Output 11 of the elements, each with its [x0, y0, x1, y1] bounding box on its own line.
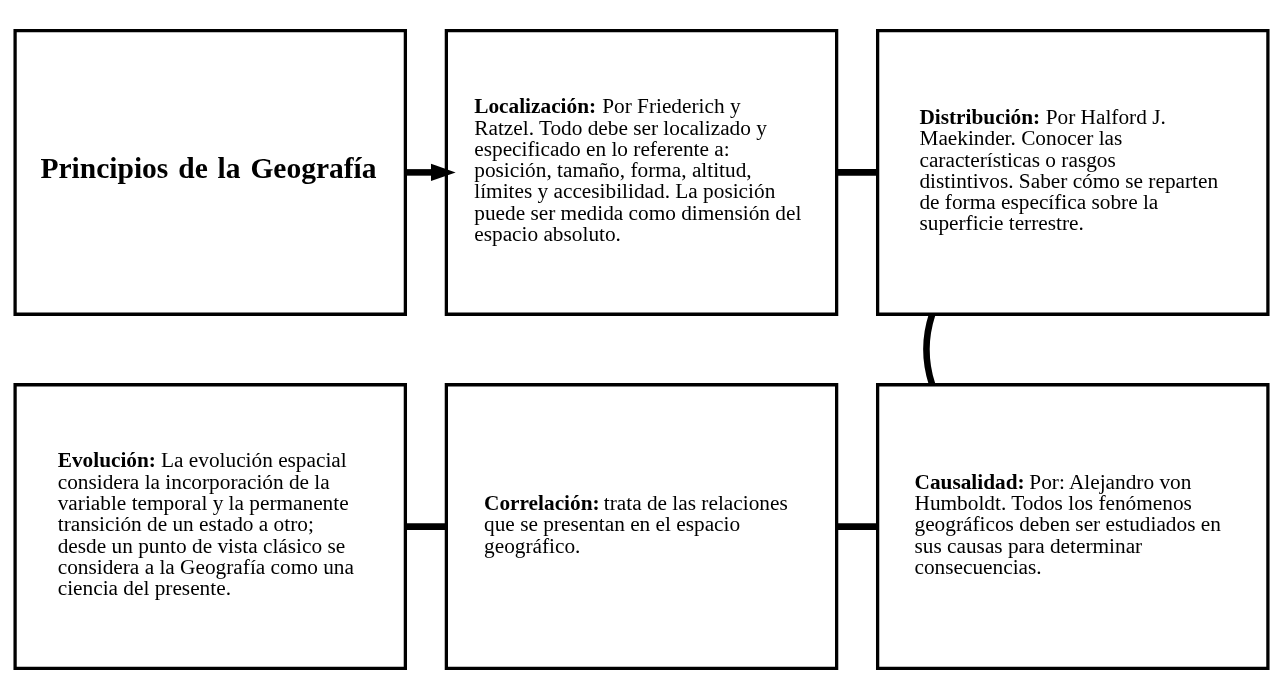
node-box: Principios de la Geografía	[13, 28, 407, 316]
connector	[837, 522, 877, 530]
node-box: Causalidad: Por: Alejandro von Humboldt. Todos los fenómenos geográficos deben ser estudiados en sus causas para determinar consecuencias.	[876, 382, 1270, 670]
node-box: Correlación: trata de las relaciones que se presentan en el espacio geográfico.	[444, 382, 839, 670]
node-box: Evolución: La evolución espacial considera la incorporación de la variable temporal y la permanente transición de un estado a otro; desde un punto de vista clásico se considera a la Geografía como una ciencia del presente.	[13, 382, 407, 670]
node-box: Distribución: Por Halford J. Maekinder. Conocer las características o rasgos distintivos. Saber cómo se reparten de forma específica sobre la superficie terrestre.	[876, 28, 1270, 316]
arrow	[405, 163, 456, 181]
connector	[837, 168, 877, 176]
connector	[923, 313, 936, 385]
node-box: Localización: Por Friederich y Ratzel. Todo debe ser localizado y especificado en lo referente a: posición, tamaño, forma, altitud, límites y accesibilidad. La posición puede ser medida como dimensión del espacio absoluto.	[444, 28, 839, 316]
connector	[405, 522, 446, 530]
